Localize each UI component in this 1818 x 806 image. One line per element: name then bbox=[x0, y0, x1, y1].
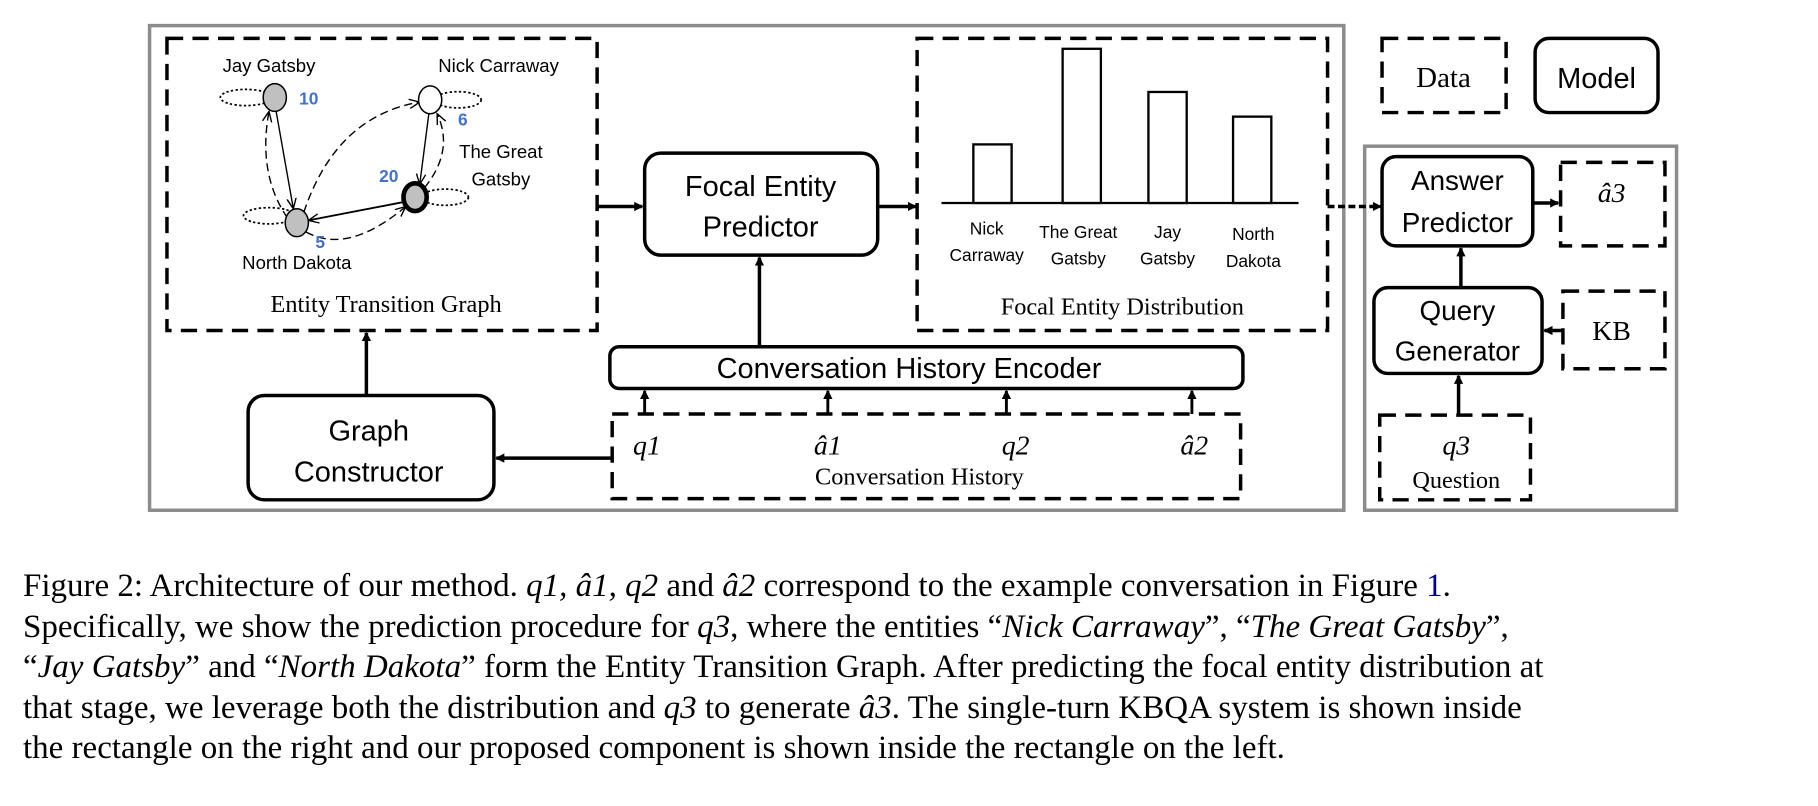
node-label-great-gatsby-1: The Great bbox=[459, 141, 543, 162]
caption-text: ”, bbox=[1485, 608, 1509, 645]
conversation-history-encoder-label: Conversation History Encoder bbox=[717, 353, 1102, 385]
focal-entity-predictor-label-1: Focal Entity bbox=[685, 171, 837, 203]
caption-math: q3 bbox=[697, 608, 731, 645]
node-count-north-dakota: 5 bbox=[315, 232, 325, 252]
bar-label: Gatsby bbox=[1140, 248, 1195, 268]
node-jay-gatsby bbox=[262, 82, 288, 113]
bar-label: Jay bbox=[1154, 222, 1181, 242]
history-item-q2: q2 bbox=[1002, 431, 1030, 462]
question-label: Question bbox=[1412, 467, 1500, 494]
history-item-a2: â2 bbox=[1180, 431, 1208, 462]
node-the-great-gatsby bbox=[401, 180, 429, 214]
node-label-great-gatsby-2: Gatsby bbox=[471, 169, 530, 190]
graph-constructor-label-2: Constructor bbox=[294, 456, 444, 488]
node-nick-carraway bbox=[417, 85, 443, 115]
legend-data-box bbox=[1380, 36, 1508, 115]
query-generator-label-2: Generator bbox=[1395, 336, 1520, 367]
question-box bbox=[1377, 413, 1533, 502]
history-item-a1: â1 bbox=[814, 431, 842, 462]
caption-text: to generate bbox=[696, 689, 859, 726]
caption-text: ” form the Entity Transition Graph. Afte… bbox=[461, 649, 1544, 685]
bar-label: Carraway bbox=[950, 245, 1025, 265]
caption-math: q1, â1, q2 bbox=[526, 568, 659, 604]
caption-math: â2 bbox=[722, 568, 756, 604]
caption-text: “ bbox=[23, 649, 38, 685]
figure-reference-link[interactable]: 1 bbox=[1426, 568, 1443, 604]
kbqa-system-frame bbox=[1362, 144, 1679, 512]
question-symbol: q3 bbox=[1442, 431, 1470, 462]
graph-constructor-box bbox=[246, 393, 496, 502]
answer-symbol: â3 bbox=[1598, 178, 1626, 209]
caption-text: the rectangle on the right and our propo… bbox=[23, 730, 1285, 766]
query-generator-label-1: Query bbox=[1420, 295, 1496, 326]
distribution-bar bbox=[1231, 115, 1273, 205]
proposed-component-frame bbox=[147, 23, 1346, 512]
bar-label: Gatsby bbox=[1051, 248, 1106, 268]
caption-entity: Nick Carraway bbox=[1002, 608, 1205, 645]
node-count-jay-gatsby: 10 bbox=[299, 88, 318, 108]
node-label-nick-carraway: Nick Carraway bbox=[438, 55, 559, 76]
bar-label: North bbox=[1232, 224, 1275, 244]
distribution-title: Focal Entity Distribution bbox=[1001, 293, 1244, 320]
graph-constructor-label-1: Graph bbox=[328, 416, 409, 448]
caption-text: that stage, we leverage both the distrib… bbox=[23, 689, 664, 726]
caption-text: . The single-turn KBQA system is shown i… bbox=[891, 689, 1522, 726]
caption-text: Figure 2: Architecture of our method. bbox=[23, 568, 527, 604]
focal-entity-predictor-box bbox=[642, 151, 880, 257]
figure-caption: Figure 2: Architecture of our method. q1… bbox=[23, 566, 1803, 769]
caption-text: ”, “ bbox=[1204, 608, 1251, 645]
node-count-great-gatsby: 20 bbox=[379, 166, 398, 186]
graph-title: Entity Transition Graph bbox=[271, 291, 502, 318]
focal-entity-distribution: Nick Carraway The Great Gatsby Jay Gatsb… bbox=[915, 36, 1330, 333]
caption-math: q3 bbox=[663, 689, 697, 726]
caption-entity: The Great Gatsby bbox=[1250, 608, 1486, 645]
answer-predictor-label-2: Predictor bbox=[1402, 207, 1513, 238]
legend-model-box bbox=[1533, 36, 1660, 115]
answer-predictor-label-1: Answer bbox=[1411, 165, 1504, 196]
conversation-history-encoder-box bbox=[608, 345, 1245, 391]
focal-entity-predictor-label-2: Predictor bbox=[703, 212, 819, 244]
caption-text: . bbox=[1442, 568, 1451, 604]
node-north-dakota bbox=[284, 208, 310, 238]
caption-text: , where the entities “ bbox=[730, 608, 1003, 645]
query-generator-box bbox=[1372, 285, 1544, 376]
caption-entity: North Dakota bbox=[278, 649, 462, 685]
caption-text: and bbox=[658, 568, 723, 604]
kb-label: KB bbox=[1592, 316, 1631, 347]
caption-text: correspond to the example conversation i… bbox=[755, 568, 1427, 604]
node-count-nick-carraway: 6 bbox=[458, 109, 468, 129]
distribution-bar bbox=[1147, 90, 1188, 205]
node-label-north-dakota: North Dakota bbox=[242, 252, 352, 273]
bar-label: The Great bbox=[1039, 222, 1117, 242]
bar-label: Dakota bbox=[1226, 251, 1281, 271]
legend-model-label: Model bbox=[1557, 63, 1636, 95]
distribution-bar bbox=[972, 143, 1013, 205]
legend-data-label: Data bbox=[1416, 62, 1471, 94]
caption-text: ” and “ bbox=[185, 649, 279, 685]
entity-transition-graph: Jay Gatsby Nick Carraway The Great Gatsb… bbox=[165, 36, 599, 333]
bar-label: Nick bbox=[970, 218, 1004, 238]
caption-entity: Jay Gatsby bbox=[37, 649, 186, 685]
caption-math: â3 bbox=[858, 689, 892, 726]
distribution-bar bbox=[1061, 47, 1103, 205]
history-item-q1: q1 bbox=[633, 431, 661, 462]
node-label-jay-gatsby: Jay Gatsby bbox=[223, 55, 316, 76]
caption-text: Specifically, we show the prediction pro… bbox=[23, 608, 698, 645]
answer-box bbox=[1558, 160, 1667, 248]
conversation-history-title: Conversation History bbox=[815, 464, 1025, 491]
